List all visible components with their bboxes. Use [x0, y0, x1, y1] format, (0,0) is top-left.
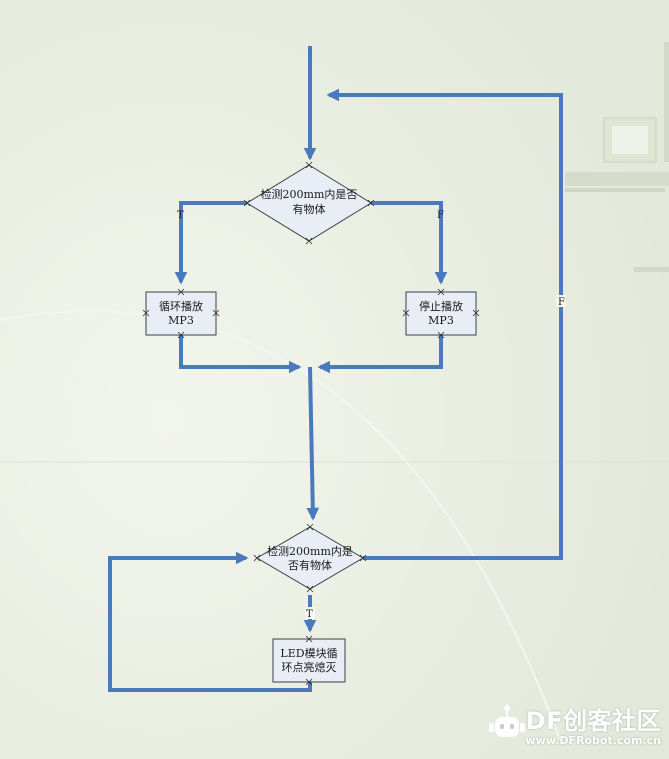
edge-label-d2-false: F — [558, 297, 565, 308]
stop-play-line2: MP3 — [428, 314, 454, 327]
edge-merge-to-decision2 — [306, 366, 320, 521]
watermark-url: www.DFRobot.com.cn — [525, 734, 661, 747]
decision2-node[interactable]: 检测200mm内是 否有物体 — [253, 523, 367, 593]
edge-decision2-false-loopback — [326, 88, 563, 560]
background-pcb-decoration — [565, 42, 669, 272]
decision1-node[interactable]: 检测200mm内是否 有物体 — [243, 161, 375, 245]
edge-stop-play-to-merge — [317, 335, 443, 374]
stop-play-line1: 停止播放 — [419, 299, 463, 313]
decision1-line2: 有物体 — [293, 202, 326, 216]
led-loop-line2: 环点亮熄灭 — [282, 660, 337, 674]
edge-loop-play-to-merge — [179, 335, 302, 374]
decision1-line1: 检测200mm内是否 — [261, 187, 358, 201]
loop-play-line1: 循环播放 — [159, 299, 203, 313]
watermark: DF创客社区 www.DFRobot.com.cn — [525, 701, 661, 747]
edge-led-loopback — [108, 551, 312, 692]
loop-play-node[interactable]: 循环播放 MP3 — [142, 288, 220, 339]
edge-label-d1-true: T — [177, 210, 184, 221]
loop-play-line2: MP3 — [168, 314, 194, 327]
stop-play-node[interactable]: 停止播放 MP3 — [402, 288, 480, 339]
edge-decision1-true — [174, 201, 247, 285]
edge-label-d1-false: F — [437, 210, 444, 221]
led-loop-node[interactable]: LED模块循 环点亮熄灭 — [272, 635, 346, 686]
edge-decision1-false — [371, 201, 448, 285]
background-arc — [0, 310, 561, 741]
edge-label-d2-false-bg — [556, 295, 566, 307]
dfrobot-logo-icon — [489, 705, 525, 737]
decision2-line1: 检测200mm内是 — [267, 544, 353, 558]
decision2-line2: 否有物体 — [288, 558, 332, 572]
watermark-brand: DF创客社区 — [525, 707, 661, 735]
led-loop-line1: LED模块循 — [280, 647, 337, 660]
edge-label-d2-true: T — [306, 609, 313, 620]
edge-label-d2-true-bg — [305, 607, 315, 619]
